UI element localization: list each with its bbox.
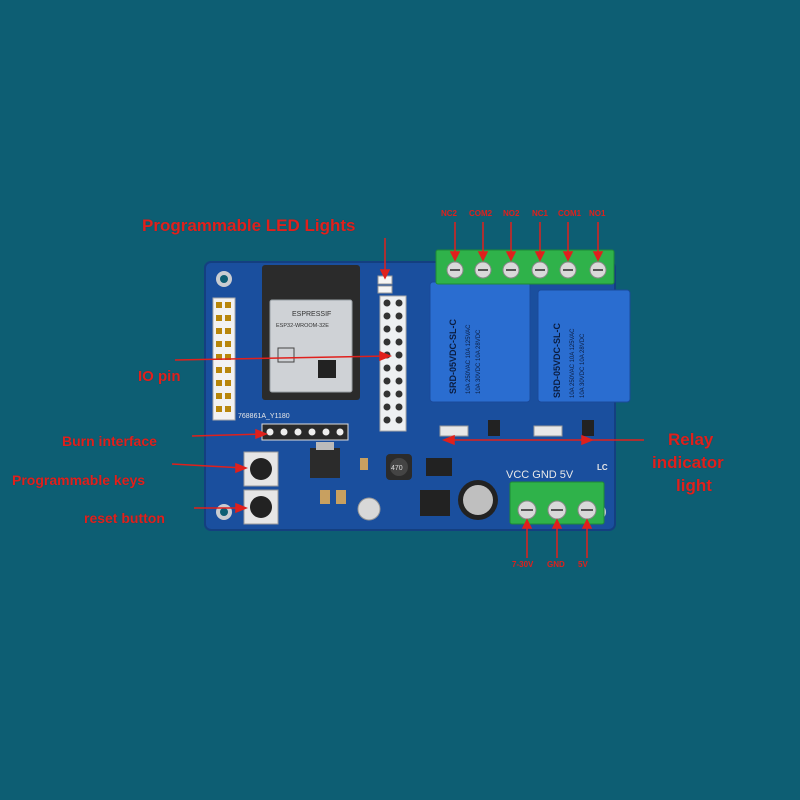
terminal-label-nc2: NC2 [441, 209, 458, 218]
relay-1: SRD-05VDC-SL-C 10A 250VAC 10A 125VAC 10A… [537, 289, 631, 403]
label-led-lights: Programmable LED Lights [142, 216, 356, 235]
silk-power-text: VCC GND 5V [506, 469, 574, 481]
header-pin [216, 328, 222, 334]
terminal-label-gnd: GND [547, 560, 565, 569]
header-pin [225, 393, 231, 399]
terminal-screw [589, 261, 607, 279]
reset-key [243, 489, 279, 525]
io-pin [395, 299, 403, 307]
terminal-screw [517, 500, 537, 520]
burn-pin [308, 428, 316, 436]
header-pin [225, 302, 231, 308]
io-pin [383, 377, 391, 385]
programmable-key [243, 451, 279, 487]
header-pin [216, 302, 222, 308]
terminal-label-5v: 5V [578, 560, 588, 569]
io-pin [395, 338, 403, 346]
header-pin [225, 328, 231, 334]
burn-interface-header [261, 423, 349, 441]
io-pin [383, 338, 391, 346]
inductor-text: 470 [391, 465, 403, 472]
burn-pin [336, 428, 344, 436]
io-pin [383, 416, 391, 424]
terminal-screw [531, 261, 549, 279]
io-pin [383, 312, 391, 320]
header-pin [216, 315, 222, 321]
header-pin [216, 367, 222, 373]
relay-terminal-block [435, 249, 615, 285]
header-pin [216, 354, 222, 360]
burn-pin [266, 428, 274, 436]
power-terminal-block [509, 481, 605, 525]
header-pin [216, 341, 222, 347]
relay-1-spec-a: 10A 250VAC 10A 125VAC [570, 328, 576, 398]
capacitor [357, 480, 498, 521]
smd-capacitors [320, 458, 368, 504]
label-burn-interface: Burn interface [62, 433, 157, 449]
io-pin [395, 390, 403, 398]
terminal-label-com1: COM1 [558, 209, 582, 218]
terminal-label-no1: NO1 [589, 209, 606, 218]
annotation-arrows [171, 222, 644, 558]
header-pin [216, 380, 222, 386]
label-programmable-keys: Programmable keys [12, 472, 146, 488]
io-pin [395, 377, 403, 385]
inductor: 470 [386, 454, 412, 480]
module-model-text: ESP32-WROOM-32E [276, 323, 329, 329]
ic-chip [420, 458, 452, 516]
label-relay-line1: Relay [668, 430, 714, 449]
io-pin [395, 351, 403, 359]
io-pin [383, 390, 391, 398]
header-pin [225, 380, 231, 386]
silk-serial-text: 768861A_Y1180 [238, 413, 290, 420]
terminal-label-com2: COM2 [469, 209, 493, 218]
relay-2-model: SRD-05VDC-SL-C [448, 318, 458, 394]
io-pin [383, 299, 391, 307]
io-pin-headers [379, 295, 407, 432]
terminal-screw [547, 500, 567, 520]
relay-2-spec-b: 10A 30VDC 10A 28VDC [476, 329, 482, 394]
terminal-screw [559, 261, 577, 279]
header-pin [216, 406, 222, 412]
header-pin [216, 393, 222, 399]
io-pin [395, 403, 403, 411]
burn-pin [294, 428, 302, 436]
label-relay-line2: indicator [652, 453, 724, 472]
terminal-screw [474, 261, 492, 279]
relay-2-spec-a: 10A 250VAC 10A 125VAC [466, 324, 472, 394]
io-pin [383, 403, 391, 411]
header-pin [225, 341, 231, 347]
header-pin [225, 406, 231, 412]
voltage-regulator [310, 442, 340, 478]
header-pin [225, 367, 231, 373]
label-reset-button: reset button [84, 510, 165, 526]
terminal-screw [502, 261, 520, 279]
label-io-pin: IO pin [138, 368, 181, 385]
terminal-screw [577, 500, 597, 520]
io-pin [395, 416, 403, 424]
burn-pin [280, 428, 288, 436]
relay-1-spec-b: 10A 30VDC 10A 28VDC [580, 333, 586, 398]
terminal-label-vin: 7-30V [512, 560, 534, 569]
label-relay-line3: light [676, 476, 712, 495]
module-brand-text: ESPRESSIF [292, 311, 331, 318]
io-pin [395, 325, 403, 333]
terminal-label-no2: NO2 [503, 209, 520, 218]
burn-pin [322, 428, 330, 436]
header-pin [225, 354, 231, 360]
programmable-led [377, 275, 393, 294]
esp32-module: ESPRESSIF ESP32-WROOM-32E [262, 265, 360, 400]
header-pin [225, 315, 231, 321]
io-pin [395, 312, 403, 320]
relay-2: SRD-05VDC-SL-C 10A 250VAC 10A 125VAC 10A… [429, 281, 531, 403]
terminal-label-nc1: NC1 [532, 209, 549, 218]
relay-1-model: SRD-05VDC-SL-C [552, 322, 562, 398]
io-pin [383, 325, 391, 333]
io-pin [383, 364, 391, 372]
terminal-screw [446, 261, 464, 279]
io-pin [395, 364, 403, 372]
silk-lc-text: LC [597, 463, 608, 472]
